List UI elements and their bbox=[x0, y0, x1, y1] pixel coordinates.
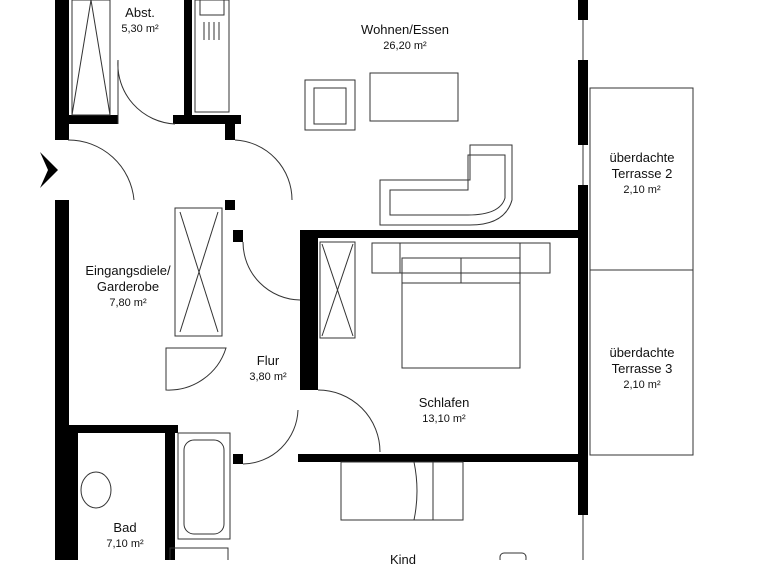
door-swings bbox=[67, 59, 381, 465]
kitchen-unit bbox=[194, 0, 230, 113]
room-label-kind: Kind bbox=[389, 552, 417, 567]
closets bbox=[71, 0, 356, 339]
entrance-arrow-icon bbox=[40, 152, 58, 188]
terraces bbox=[589, 87, 694, 456]
walls bbox=[55, 0, 588, 560]
furniture bbox=[80, 72, 551, 560]
room-label-abst: Abst.5,30 m² bbox=[121, 5, 159, 35]
